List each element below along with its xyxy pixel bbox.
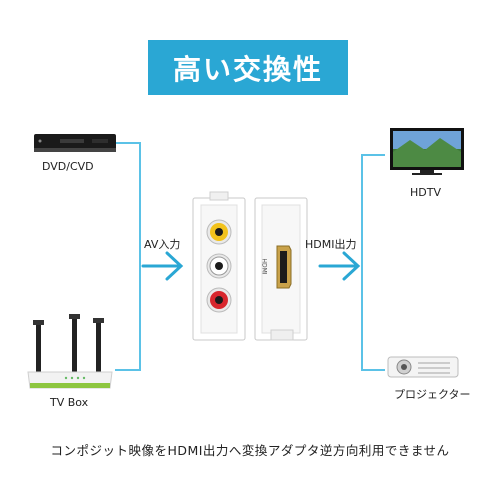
hdmi-port [276,245,292,289]
left-connector-lines [115,142,141,371]
caption-text: コンポジット映像をHDMI出力へ変換アダプタ逆方向利用できません [50,443,450,458]
dvd-player-icon [34,134,116,152]
tv-box-icon [27,314,113,389]
adapter-hdmi-side [254,197,308,341]
hdmi-side-label: HDMI [260,258,268,275]
left-arrow [141,251,184,281]
projector-label: プロジェクター [394,388,471,401]
rca-red-jack [206,287,232,313]
hdtv-icon [390,128,464,175]
adapter-rca-side [192,191,246,341]
tvbox-label: TV Box [50,396,89,409]
rca-yellow-jack [206,219,232,245]
dvd-label: DVD/CVD [42,160,94,173]
hdtv-label: HDTV [410,186,441,199]
right-connector-lines [361,154,385,371]
title-text: 高い交換性 [172,52,323,86]
hdmi-output-label: HDMI出力 [305,238,357,251]
rca-white-jack [206,253,232,279]
title-banner: 高い交換性 [148,40,348,95]
av-input-label: AV入力 [144,238,181,251]
projector-icon [387,356,459,378]
right-arrow [318,251,361,281]
